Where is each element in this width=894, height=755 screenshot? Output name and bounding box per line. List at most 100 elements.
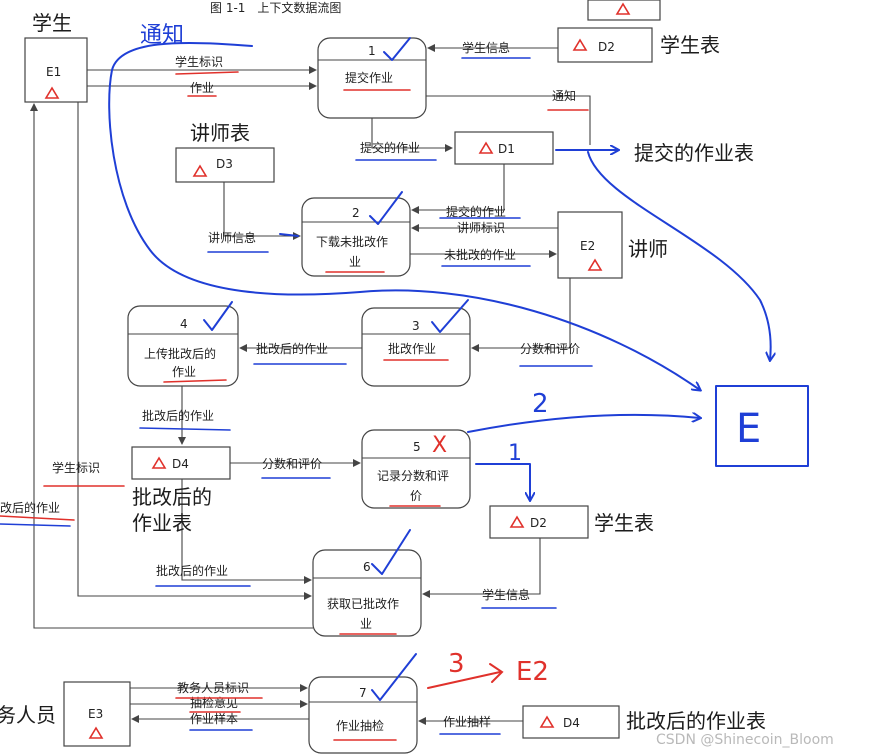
ink-arrow-to-e [467,415,700,433]
flow-teacher-info-label: 讲师信息 [208,230,256,245]
process-4-label-line2: 作业 [172,365,196,379]
red-number-3: 3 [448,649,465,679]
store-d4-mid-label: D4 [172,457,189,471]
flow-score-eval-2-label: 分数和评价 [262,456,322,471]
blue-underline [139,427,231,431]
blue-underline [0,523,71,527]
flow-staff-id-label: 教务人员标识 [177,680,249,695]
flow-ungraded-hw-label: 未批改的作业 [444,247,516,262]
flow-homework-1-label: 作业 [190,81,214,95]
flow-teacher-info [223,182,301,240]
annotation-teacher-table: 讲师表 [190,121,250,145]
process-1-label: 提交作业 [345,70,393,85]
flow-notice-label: 通知 [552,89,576,103]
process-2-label-line2: 业 [349,255,361,269]
process-7-number: 7 [359,686,367,700]
annotation-student: 学生 [32,11,72,35]
ink-arrow-to-d2 [475,463,530,500]
process-2-label-line1: 下载未批改作 [316,234,388,249]
process-5-label-line2: 价 [410,489,422,503]
process-5-label-line1: 记录分数和评 [377,468,449,483]
flow-graded-hw-2-label: 批改后的作业 [142,408,214,423]
red-triangle-mark [572,38,588,51]
red-triangle-mark [587,258,603,271]
check-mark [203,301,233,331]
flow-student-info-1-label: 学生信息 [462,40,510,55]
flow-student-info-2-label: 学生信息 [482,587,530,602]
store-d2-mid-label: D2 [530,516,547,530]
annotation-graded-table-3: 批改后的作业表 [626,709,766,733]
entity-e3-label: E3 [88,707,103,721]
process-7-label: 作业抽检 [336,718,384,733]
process-1-number: 1 [368,44,376,58]
process-5 [361,429,471,509]
flow-graded-hw-3 [181,479,312,584]
check-mark [369,191,403,225]
check-mark [371,653,417,701]
entity-e3 [63,681,131,747]
entity-e-big [715,385,809,467]
red-e2: E2 [516,657,549,687]
flow-student-id-1-label: 学生标识 [175,54,223,69]
flow-teacher-id-label: 讲师标识 [457,220,505,235]
ink-curve-notice [108,41,700,390]
red-underline [0,515,75,521]
store-d4-bottom-label: D4 [563,716,580,730]
check-mark [383,37,411,61]
process-4 [127,305,239,387]
flow-graded-hw-left-label: 批改后的作业 [0,500,60,515]
red-triangle-mark [151,456,167,469]
process-6-label-line1: 获取已批改作 [327,596,399,611]
annotation-submitted-table: 提交的作业表 [634,141,754,165]
entity-e2-label: E2 [580,239,595,253]
process-5-number: 5 [413,440,421,454]
annotation-teacher: 讲师 [628,237,668,261]
process-3-label: 批改作业 [388,341,436,356]
flow-notice [426,95,591,145]
store-d3-label: D3 [216,157,233,171]
store-d2-mid [489,505,589,539]
red-cross-mark: X [432,433,447,458]
check-mark [431,299,469,333]
red-triangle-mark [88,726,104,739]
ink-tick [279,233,299,237]
flow-submitted-hw-1 [371,118,453,152]
top-store-partial [587,0,661,21]
figure-caption: 图 1-1 上下文数据流图 [210,0,341,15]
annotation-student-table-1: 学生表 [660,33,720,57]
annotation-staff: 务人员 [0,703,56,727]
flow-submitted-hw-2 [411,164,505,214]
store-d2-top [557,27,653,63]
process-6-label-line2: 业 [360,617,372,631]
process-2-number: 2 [352,206,360,220]
process-7 [308,676,418,754]
entity-e-big-label: E [736,406,761,452]
store-d1-label: D1 [498,142,515,156]
store-d2-top-label: D2 [598,40,615,54]
flow-hw-sample-label: 作业样本 [190,711,238,726]
red-arrow [427,671,501,689]
flow-submitted-hw-1-label: 提交的作业 [360,140,420,155]
red-underline [175,71,239,75]
process-4-number: 4 [180,317,188,331]
flow-student-id-2-label: 学生标识 [52,460,100,475]
red-triangle-mark [192,164,208,177]
red-triangle-mark [615,2,631,15]
flow-graded-hw-1-label: 批改后的作业 [256,341,328,356]
store-d3 [175,147,275,183]
red-triangle-mark [539,715,555,728]
red-triangle-mark [44,86,60,99]
annotation-graded-table-1: 批改后的 [132,485,212,509]
red-triangle-mark [478,141,494,154]
ink-number-2: 2 [532,389,549,419]
check-mark [371,529,411,575]
red-underline [163,379,227,383]
process-3-number: 3 [412,319,420,333]
process-4-label-line1: 上传批改后的 [144,346,216,361]
flow-hw-sampling-label: 作业抽样 [443,714,491,729]
red-arrow-head [489,663,504,683]
store-d4-bottom [522,705,620,739]
red-triangle-mark [509,515,525,528]
process-6 [312,549,422,637]
